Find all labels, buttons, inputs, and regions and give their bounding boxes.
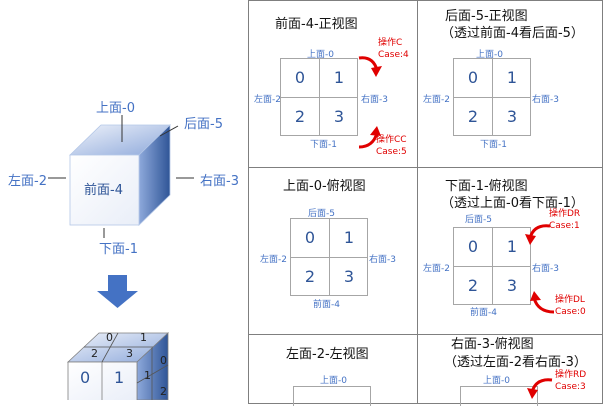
mini-front-0: 0 [80, 368, 91, 387]
panel-3-op-1-arrow [530, 291, 555, 314]
panel-2-bottom: 前面-4 [313, 300, 340, 310]
panel-2-cell-3: 3 [343, 267, 355, 286]
mini-side-0: 0 [160, 354, 167, 367]
panel-0-op-0-arrow [358, 56, 382, 77]
panel-2-cell-1: 1 [343, 228, 355, 247]
panel-2-cell-2: 2 [304, 267, 316, 286]
panel-1-cell-3: 3 [506, 107, 518, 126]
panel-3-op-0-arrow [525, 224, 551, 245]
cube-label-front: 前面-4 [84, 183, 123, 198]
panel-2-cell-0: 0 [304, 228, 316, 247]
panel-left [248, 334, 418, 404]
panel-3-left: 左面-2 [423, 264, 450, 274]
panel-0-top: 上面-0 [307, 50, 334, 60]
panel-5-subtitle: （透过左面-2看右面-3） [444, 355, 587, 370]
panel-3-right: 右面-3 [532, 264, 559, 274]
panel-5-grid [460, 386, 538, 406]
panel-5-top: 上面-0 [483, 376, 510, 386]
cube-label-top: 上面-0 [96, 101, 135, 116]
panel-2-title: 上面-0-俯视图 [283, 179, 366, 194]
panel-0-cell-2: 2 [294, 107, 306, 126]
panel-3-op-0-label: 操作DR [549, 209, 581, 219]
panel-3-top: 后面-5 [465, 215, 492, 225]
panel-5-op-0-label: 操作RD [555, 370, 587, 380]
panel-3-op-1-case: Case:0 [555, 307, 586, 317]
panel-3-grid: 0 1 2 3 [453, 227, 531, 305]
panel-1-cell-1: 1 [506, 68, 518, 87]
panel-1-title: 后面-5-正视图 [445, 9, 528, 24]
panel-3-op-0-case: Case:1 [549, 221, 580, 231]
panel-2-right: 右面-3 [369, 255, 396, 265]
cube-graphic [48, 115, 194, 400]
down-arrow-head [97, 291, 138, 308]
panel-1-cell-2: 2 [467, 107, 479, 126]
panel-1-left: 左面-2 [423, 95, 450, 105]
panel-3-cell-2: 2 [467, 276, 479, 295]
mini-side-2: 2 [160, 385, 167, 398]
panel-0-left: 左面-2 [254, 95, 281, 105]
mini-top-2: 2 [91, 347, 98, 360]
panel-0-op-0-case: Case:4 [378, 50, 409, 60]
mini-top-0: 0 [106, 331, 113, 344]
panel-3-cell-0: 0 [467, 237, 479, 256]
panel-0-cell-0: 0 [294, 68, 306, 87]
down-arrow-shaft [108, 275, 127, 292]
panel-2-left: 左面-2 [260, 255, 287, 265]
panel-3-cell-1: 1 [506, 237, 518, 256]
panel-0-grid: 0 1 2 3 [280, 58, 358, 136]
cube-label-bottom: 下面-1 [99, 242, 138, 257]
panel-0-bottom: 下面-1 [310, 140, 337, 150]
panel-5-op-0-case: Case:3 [555, 382, 586, 392]
panel-5-title: 右面-3-俯视图 [451, 337, 534, 352]
panel-3-subtitle: （透过上面-0看下面-1） [441, 196, 584, 211]
cube-front-face [69, 154, 140, 226]
panel-4-top: 上面-0 [320, 376, 347, 386]
panel-0-title: 前面-4-正视图 [275, 17, 358, 32]
panel-0-op-1-arrow [358, 126, 381, 149]
mini-side-1: 1 [144, 369, 151, 382]
panel-1-top: 上面-0 [476, 50, 503, 60]
mini-top-3: 3 [126, 347, 133, 360]
panel-1-cell-0: 0 [467, 68, 479, 87]
panel-0-op-1-label: 操作CC [376, 135, 407, 145]
mini-top-1: 1 [140, 331, 147, 344]
mini-front-1: 1 [114, 368, 125, 387]
panel-bottom [417, 167, 603, 335]
cube-label-left: 左面-2 [8, 174, 47, 189]
panel-2-top: 后面-5 [308, 209, 335, 219]
panel-1-subtitle: （透过前面-4看后面-5） [441, 26, 584, 41]
panel-1-bottom: 下面-1 [480, 140, 507, 150]
mini-cube-front [67, 361, 138, 400]
panel-1-grid: 0 1 2 3 [453, 58, 531, 136]
panel-0-right: 右面-3 [361, 95, 388, 105]
cube-label-right: 右面-3 [200, 174, 239, 189]
panel-right [417, 334, 603, 404]
panel-4-title: 左面-2-左视图 [286, 347, 369, 362]
panel-front [248, 0, 418, 168]
panel-3-bottom: 前面-4 [470, 308, 497, 318]
panel-0-cell-1: 1 [333, 68, 345, 87]
panel-back [417, 0, 603, 168]
panel-1-right: 右面-3 [532, 95, 559, 105]
panel-3-cell-3: 3 [506, 276, 518, 295]
panel-0-op-0-label: 操作C [378, 38, 403, 48]
panel-3-title: 下面-1-俯视图 [445, 179, 528, 194]
panel-5-op-0-arrow [527, 378, 553, 399]
panel-4-grid [293, 386, 371, 406]
panel-3-op-1-label: 操作DL [555, 295, 585, 305]
axis-back [159, 125, 179, 137]
cube-label-back: 后面-5 [184, 117, 223, 132]
panel-0-cell-3: 3 [333, 107, 345, 126]
panel-2-grid: 0 1 2 3 [290, 218, 368, 296]
panel-0-op-1-case: Case:5 [376, 147, 407, 157]
